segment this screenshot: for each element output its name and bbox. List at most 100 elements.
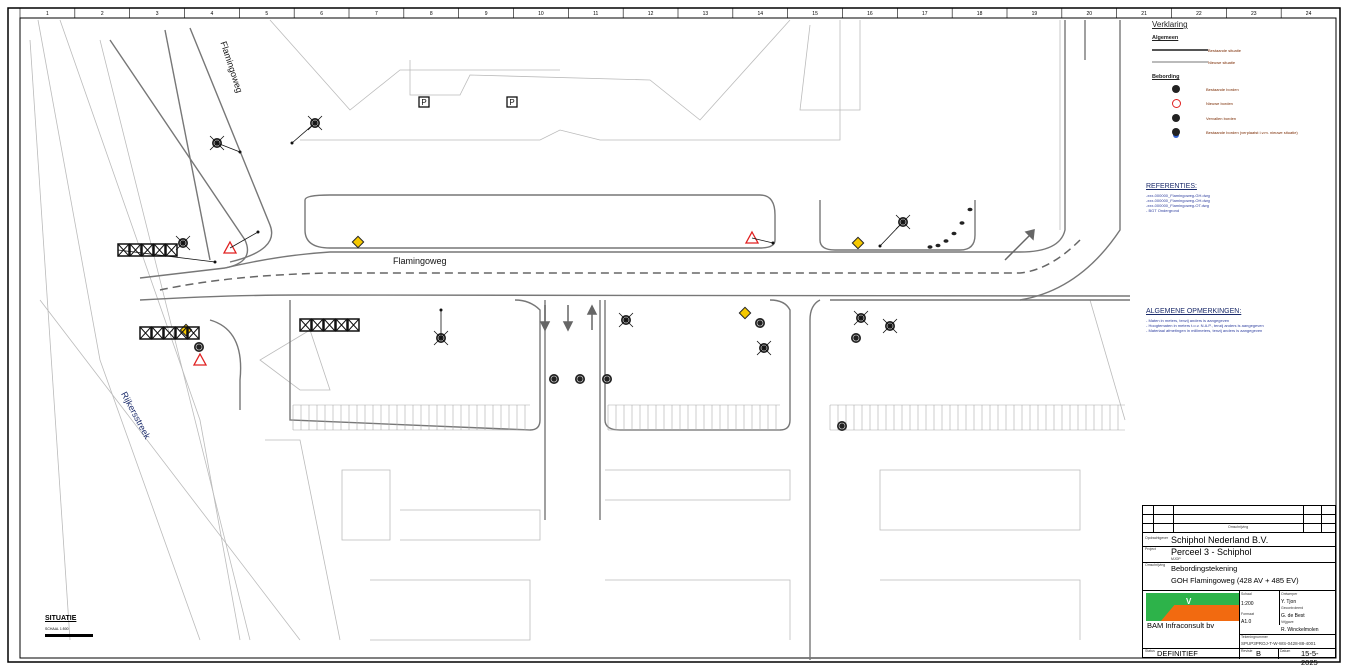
existing-line-icon	[1152, 49, 1208, 51]
new-sign-icon	[1171, 98, 1181, 108]
scale-value: 1:200	[1241, 601, 1254, 607]
format-value: A1.0	[1241, 619, 1252, 625]
road-edges	[109, 20, 1131, 660]
status-label: Status	[1145, 649, 1155, 653]
bollard-icon	[943, 239, 949, 243]
lane-arrows	[539, 229, 1035, 332]
warning-sign-icon	[351, 235, 365, 249]
ruler-label: 6	[320, 11, 323, 17]
road-centerline	[159, 239, 1081, 291]
revision-label: Revisie	[1241, 649, 1253, 653]
ruler-label: 21	[1141, 11, 1147, 17]
gantry-sign-icon	[117, 243, 178, 257]
ruler-label: 13	[703, 11, 709, 17]
ruler-label: 1	[46, 11, 49, 17]
parking-sign-icon: P	[506, 96, 518, 108]
removed-sign-icon	[882, 318, 898, 334]
existing-sign-icon	[602, 374, 612, 384]
lower-lots	[265, 439, 1081, 641]
existing-sign-icon	[755, 318, 765, 328]
checker-name: G. de Best	[1281, 613, 1305, 619]
leader-line	[216, 142, 241, 153]
ruler-label: 8	[430, 11, 433, 17]
ruler-label: 9	[485, 11, 488, 17]
revision-header: Omschrijving	[1228, 525, 1249, 529]
road-label-flamingoweg: Flamingoweg	[393, 256, 447, 266]
new-sign-icon	[222, 240, 238, 254]
leader-line	[291, 122, 316, 144]
scale-bar	[45, 634, 93, 637]
ruler-label: 19	[1032, 11, 1038, 17]
outer-frame	[7, 7, 1341, 663]
bollard-icon	[959, 221, 965, 225]
existing-sign-icon	[837, 421, 847, 431]
client-label: Opdrachtgever	[1145, 536, 1169, 540]
drawing-title: Bebordingstekening	[1171, 564, 1238, 573]
new-sign-icon	[744, 230, 760, 244]
ruler-label: 2	[101, 11, 104, 17]
drawing-number: SPUP3PROJ-T-W-WS-0428-88-4001	[1241, 641, 1316, 646]
warning-sign-icon	[851, 236, 865, 250]
bollard-icon	[967, 207, 973, 212]
ruler-label: 17	[922, 11, 928, 17]
format-label: Formaat	[1241, 612, 1255, 616]
removed-sign-icon	[618, 312, 634, 328]
inner-frame	[19, 17, 1337, 659]
date-value: 15-5-2025	[1301, 649, 1319, 667]
project-name: Perceel 3 - Schiphol	[1171, 547, 1252, 557]
removed-sign-icon	[175, 235, 191, 251]
drawing-number-label: Tekeningnummer	[1241, 635, 1268, 639]
ruler-label: 15	[812, 11, 818, 17]
ruler-label: 4	[211, 11, 214, 17]
ruler-label: 5	[265, 11, 268, 17]
existing-sign-icon	[851, 333, 861, 343]
reference-item: - BGT Ondergrond	[1146, 208, 1180, 213]
leader-line	[229, 231, 259, 249]
gantry-sign-icon	[139, 326, 200, 340]
warning-sign-icon	[738, 306, 752, 320]
bam-logo: V	[1146, 593, 1239, 621]
remark-item: - Maten in meters, tenzij anders is aang…	[1146, 318, 1230, 323]
leader-line	[117, 249, 216, 263]
svg-text:P: P	[509, 98, 514, 107]
reference-item: -xxx-000000_Flamingoweg-OT.dwg	[1146, 203, 1209, 208]
drawing-label: Omschrijving	[1145, 563, 1166, 567]
parking-sign-icon: P	[418, 96, 430, 108]
legend-section-signs: Bebording	[1152, 74, 1180, 80]
svg-text:P: P	[421, 98, 426, 107]
legend-item: Nieuwe situatie	[1208, 59, 1236, 65]
status-value: DEFINITIEF	[1157, 649, 1198, 658]
removed-sign-icon	[853, 310, 869, 326]
ruler-label: 23	[1251, 11, 1257, 17]
legend-section-general: Algemeen	[1152, 35, 1179, 41]
leader-line	[751, 237, 774, 244]
ruler-label: 3	[156, 11, 159, 17]
existing-sign-icon	[194, 342, 204, 352]
drawing-subtitle: GOH Flamingoweg (428 AV + 485 EV)	[1171, 576, 1299, 585]
legend-item: Bestaande borden	[1206, 86, 1239, 92]
bollard-icon	[927, 245, 933, 249]
remark-item: - Hoogtematen in meters t.o.v. N.A.P., t…	[1146, 323, 1264, 328]
situatie-scale: SCHAAL 1:500	[45, 627, 69, 631]
date-label: Datum	[1280, 649, 1291, 653]
existing-sign-icon	[1172, 85, 1180, 93]
ruler-label: 12	[648, 11, 654, 17]
checker-label: Gecontroleerd	[1281, 606, 1304, 610]
legend-item: Bestaande situatie	[1208, 47, 1241, 53]
client-name: Schiphol Nederland B.V.	[1171, 535, 1269, 545]
approver-label: Vrijgave	[1281, 620, 1294, 624]
general-remarks: ALGEMENE OPMERKINGEN: - Maten in meters,…	[1146, 308, 1264, 333]
legend-title: Verklaring	[1152, 20, 1188, 29]
situatie-title: SITUATIE	[45, 615, 77, 622]
reference-item: -xxx-000000_Flamingoweg-OH.dwg	[1146, 198, 1210, 203]
references: REFERENTIES: -xxx-000000_Flamingoweg-GH.…	[1146, 183, 1210, 213]
scale-label: Schaal	[1241, 592, 1252, 596]
ruler-label: 10	[538, 11, 544, 17]
ruler-label: 24	[1306, 11, 1312, 17]
project-sub: MJOP	[1171, 557, 1181, 561]
gantry-sign-icon	[299, 318, 360, 332]
removed-sign-icon	[756, 340, 772, 356]
